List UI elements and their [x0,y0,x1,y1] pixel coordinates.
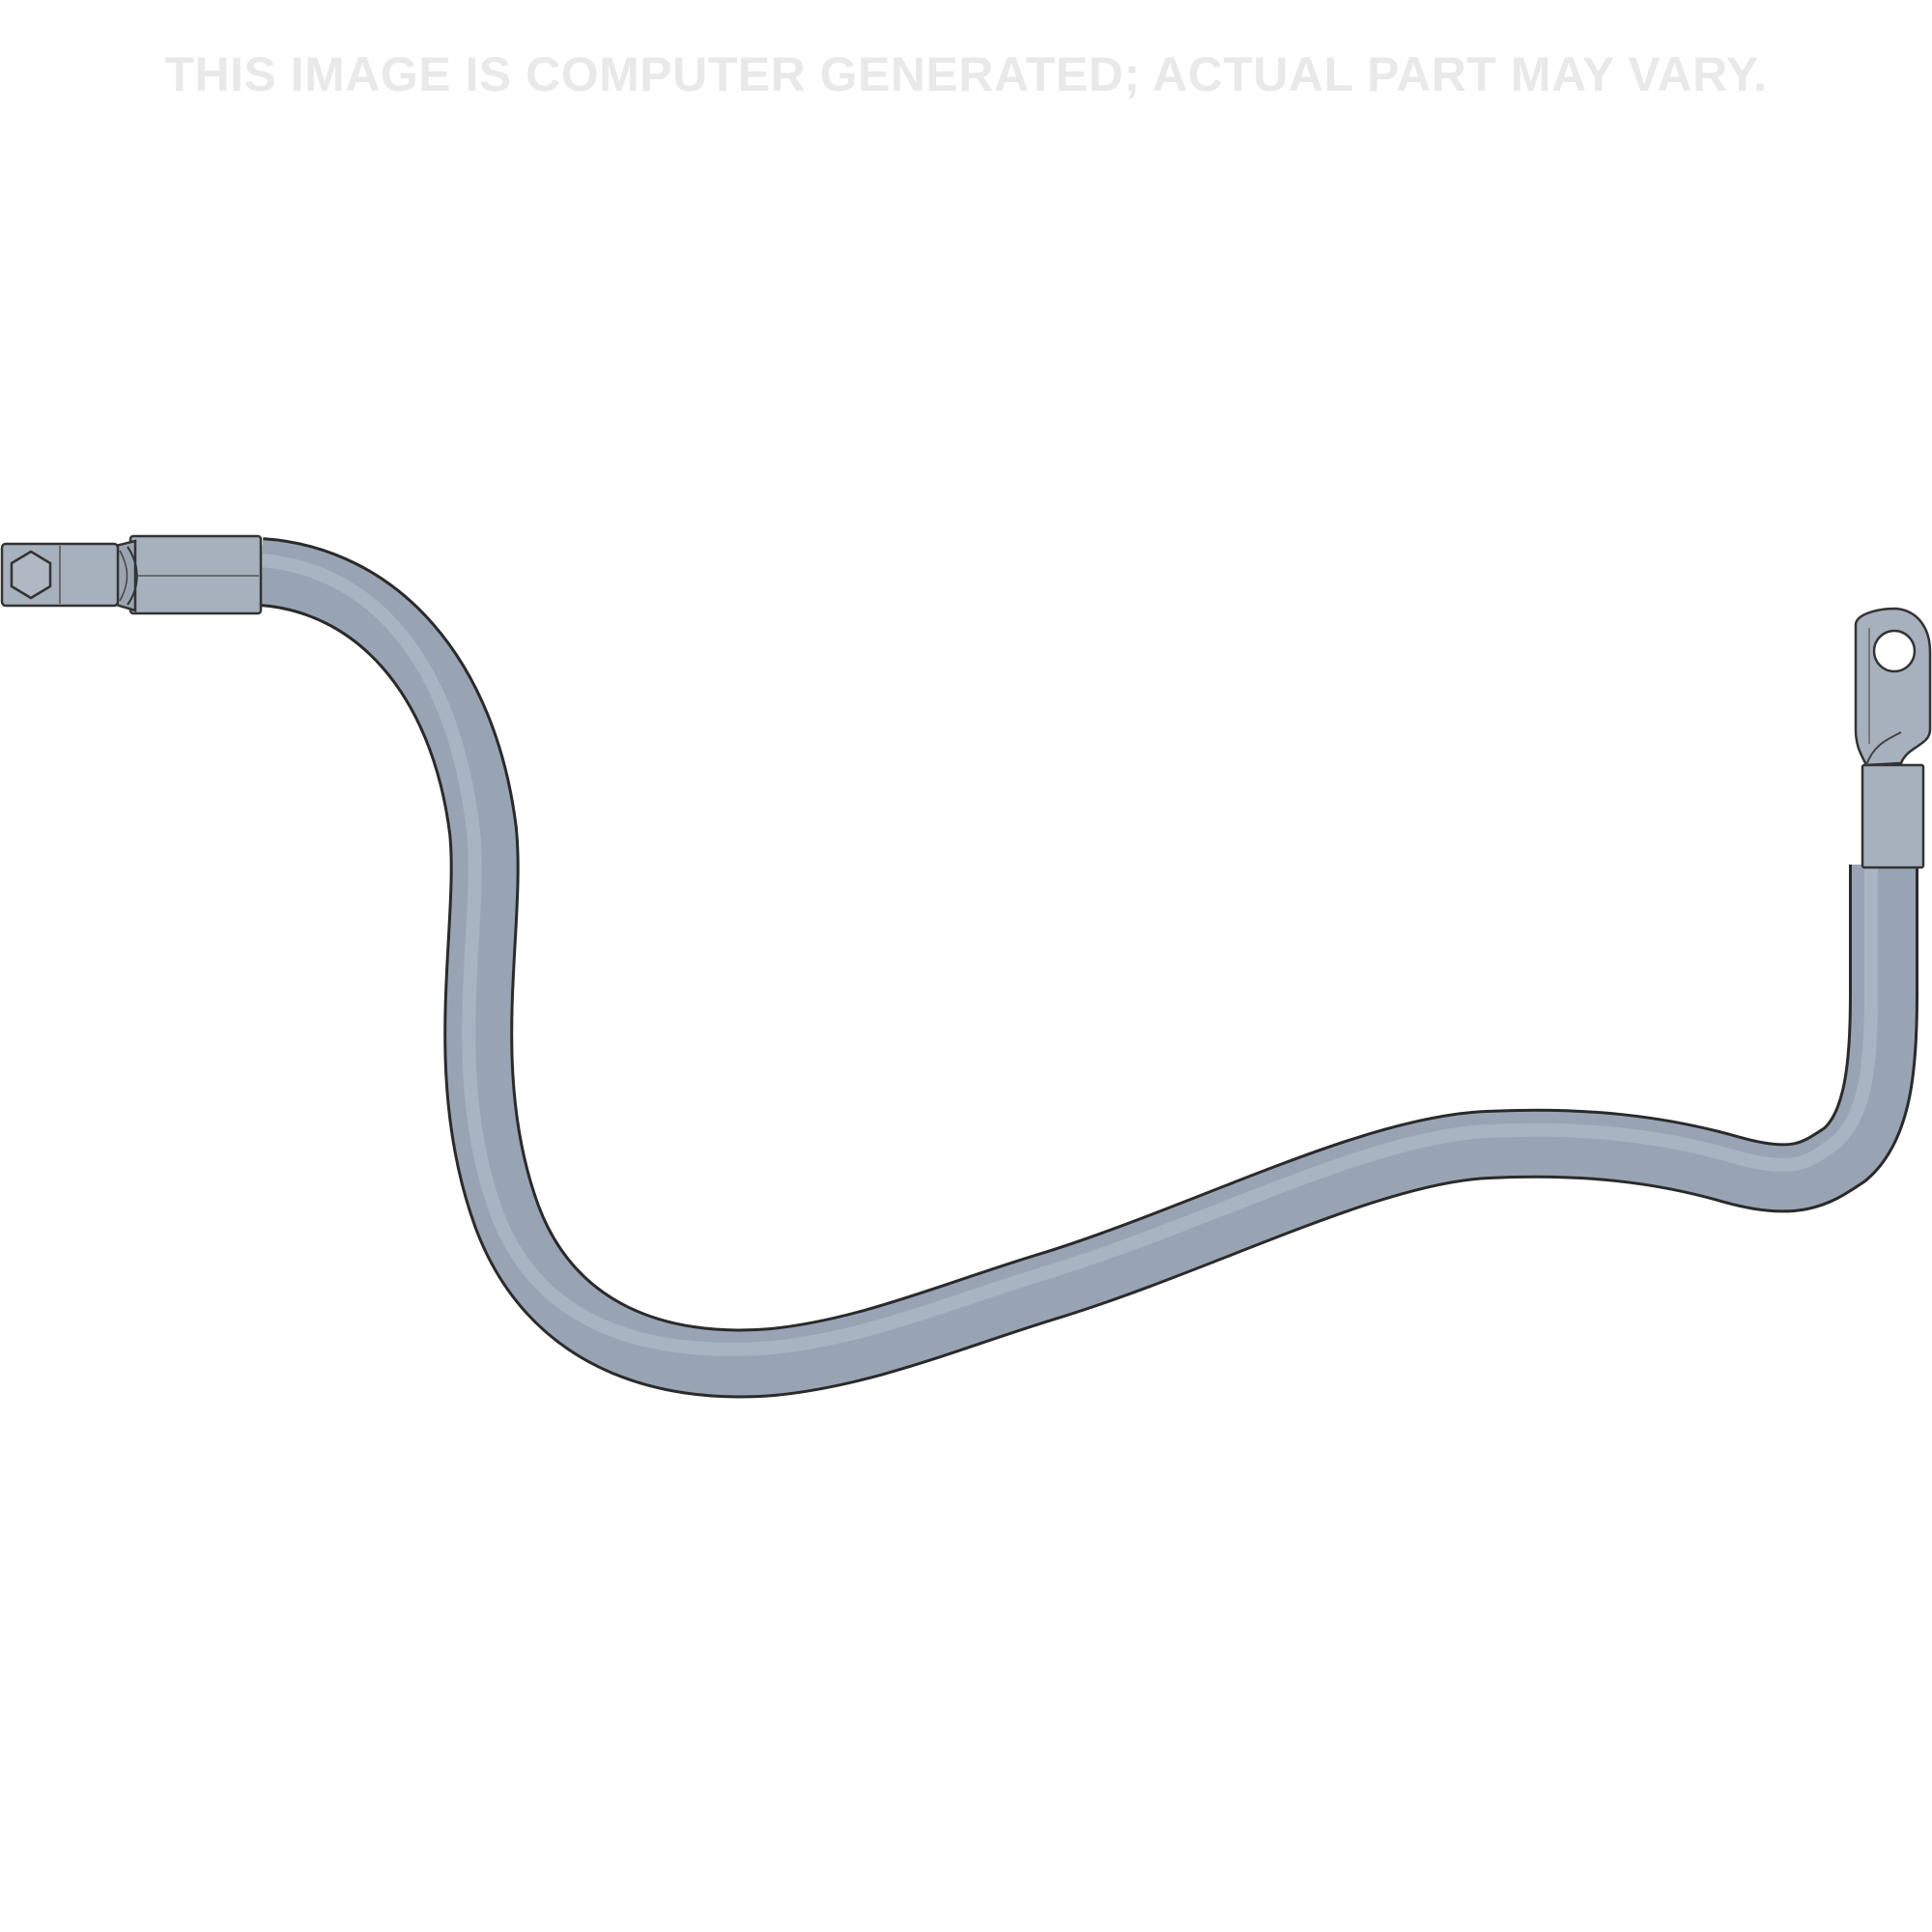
left-crimp-barrel [128,534,263,615]
cable-body [257,540,1916,1396]
right-tongue-bend [1865,731,1902,766]
left-neck-curve-inner [119,550,128,602]
disclaimer-watermark: THIS IMAGE IS COMPUTER GENERATED; ACTUAL… [164,47,1768,101]
right-crimp-barrel [1861,763,1925,869]
cable-highlight [260,554,1878,1356]
left-neck-curve [127,546,138,606]
female-terminal-hex-icon [0,534,263,615]
ring-terminal-icon [1854,607,1932,869]
hex-head [10,550,52,600]
ring-hole [1872,629,1917,673]
